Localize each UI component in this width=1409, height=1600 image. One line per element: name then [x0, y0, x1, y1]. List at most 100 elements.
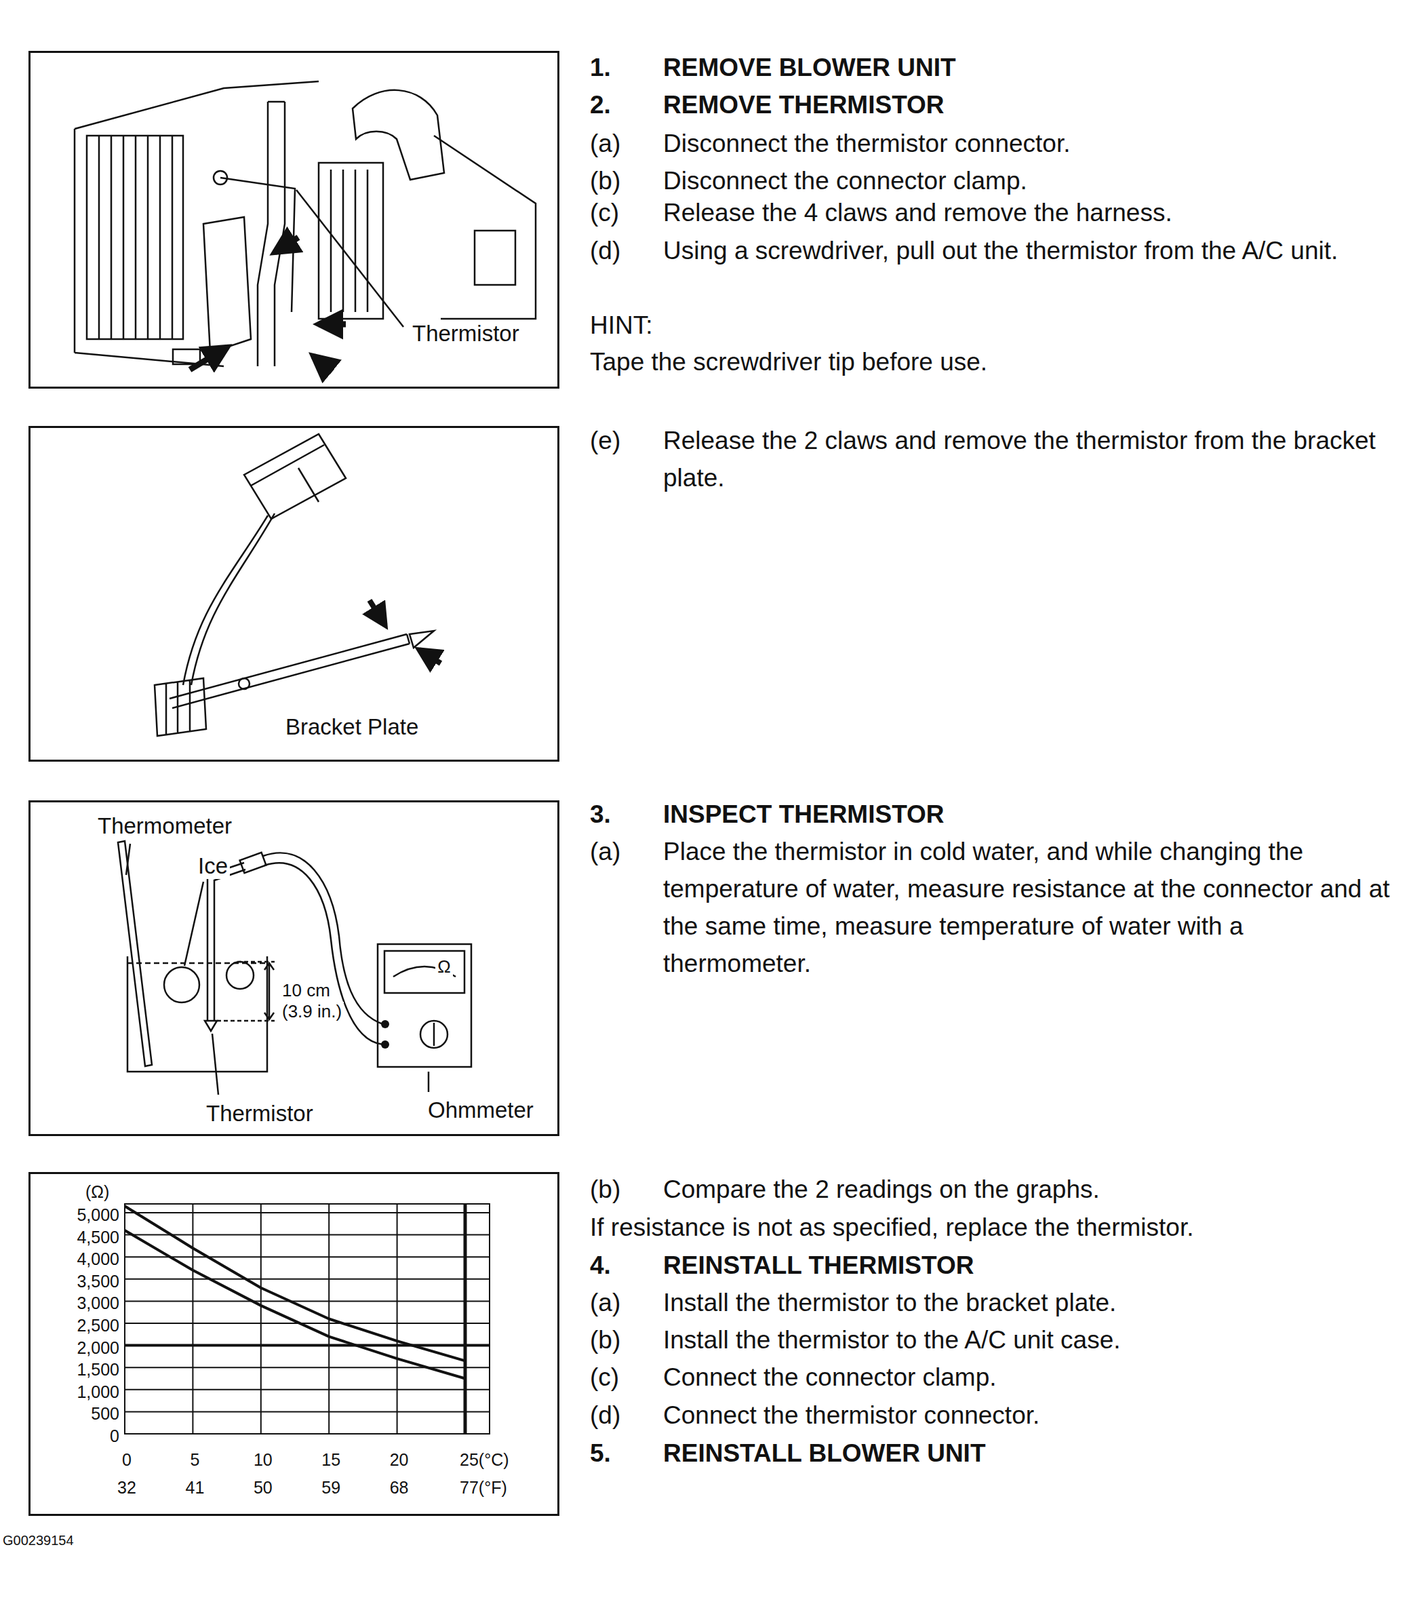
step-number: (d)	[589, 231, 621, 270]
axis-label: 59	[319, 1477, 343, 1498]
step-number: (c)	[589, 1358, 620, 1396]
axis-label: 5,000	[74, 1204, 122, 1225]
axis-label: 68	[387, 1477, 411, 1498]
ice-cube	[226, 961, 254, 989]
terminal	[381, 1019, 390, 1028]
step-heading: 1.	[589, 48, 611, 87]
step-number: (a)	[589, 124, 621, 163]
figure-label: Thermistor	[204, 1100, 316, 1127]
figure-code: G00239154	[2, 1531, 74, 1549]
ice-cube	[164, 966, 200, 1003]
axis-label: 2,500	[74, 1315, 122, 1336]
step-number: (d)	[589, 1396, 621, 1434]
arrow	[313, 355, 333, 372]
figure-label: 10 cm	[280, 980, 333, 1001]
ohmmeter-body	[377, 943, 472, 1067]
step-heading: 4.	[589, 1246, 611, 1284]
thermistor-probe	[207, 862, 246, 1021]
step-heading: REINSTALL BLOWER UNIT	[663, 1434, 986, 1472]
upper-curve	[124, 1205, 466, 1361]
figure-frame: (Ω)5,0004,5004,0003,5003,0002,5002,0001,…	[28, 1171, 560, 1516]
step-heading: REINSTALL THERMISTOR	[663, 1246, 974, 1284]
evaporator-fins	[86, 135, 184, 340]
instruction-text: Tape the screwdriver tip before use.	[589, 343, 988, 381]
figure-label: (3.9 in.)	[280, 1001, 344, 1022]
meter-screen	[384, 950, 465, 993]
step-number: (a)	[589, 832, 621, 870]
axis-label: 1,500	[74, 1359, 122, 1380]
figure-frame: Thermistor	[28, 50, 560, 389]
step-number: (c)	[589, 193, 620, 232]
test-setup-sketch	[117, 840, 472, 1095]
limit-line	[463, 1203, 468, 1434]
rod-end-block	[154, 678, 207, 736]
figure-label: Thermometer	[95, 812, 234, 839]
figure-label: Ohmmeter	[425, 1097, 536, 1123]
axis-label: 32	[115, 1477, 139, 1498]
knob-pointer	[433, 1022, 436, 1046]
axis-label: 2,000	[74, 1337, 122, 1358]
beaker	[127, 956, 268, 1072]
meter-knob	[420, 1020, 448, 1048]
connector	[240, 852, 267, 873]
axis-label: 0	[107, 1425, 122, 1446]
claw-arrows	[189, 237, 346, 372]
axis-label: 500	[88, 1403, 122, 1424]
axis-label: 25(°C)	[457, 1449, 512, 1470]
ac-unit-sketch	[74, 81, 536, 367]
axis-label: 1,000	[74, 1381, 122, 1402]
instruction-text: Compare the 2 readings on the graphs.	[663, 1170, 1100, 1208]
figure-label: Ω	[435, 956, 453, 978]
axis-label: 3,500	[74, 1271, 122, 1292]
blower-body	[318, 162, 384, 319]
rod-clip	[238, 678, 250, 689]
instruction-text: Install the thermistor to the A/C unit c…	[663, 1320, 1121, 1359]
instruction-text: HINT:	[589, 306, 653, 344]
connector	[172, 349, 201, 365]
dimension-line	[264, 962, 274, 1020]
figure-frame: ThermometerIce 10 cm(3.9 in.) Thermistor Oh…	[28, 800, 560, 1136]
fin-lines	[98, 135, 173, 340]
arrow	[189, 347, 228, 370]
axis-label: 50	[251, 1477, 275, 1498]
claw-arrows	[369, 600, 441, 664]
grid-horizontals	[124, 1212, 490, 1412]
connector-wires	[183, 513, 275, 685]
arrow	[419, 649, 441, 664]
thermistor-connector	[244, 433, 346, 519]
chart-grid	[124, 1203, 490, 1434]
instruction-text: Release the 4 claws and remove the harne…	[663, 193, 1173, 232]
step-heading: 2.	[589, 86, 611, 124]
step-heading: INSPECT THERMISTOR	[663, 795, 945, 833]
instruction-text: Place the thermistor in cold water, and …	[663, 832, 1395, 982]
step-heading: REMOVE BLOWER UNIT	[663, 48, 957, 87]
arrow	[274, 237, 299, 253]
step-heading: 3.	[589, 795, 611, 833]
axis-label: 41	[183, 1477, 207, 1498]
step-heading: 5.	[589, 1434, 611, 1472]
probe-tip	[204, 1020, 217, 1031]
axis-label: 10	[251, 1449, 275, 1470]
bracket-plate-sketch	[154, 433, 434, 736]
lower-curve	[124, 1229, 466, 1378]
step-number: (b)	[589, 1170, 621, 1208]
leader-line	[427, 1071, 430, 1092]
axis-label: 20	[387, 1449, 411, 1470]
axis-label: 3,000	[74, 1293, 122, 1313]
leader-line	[184, 881, 204, 966]
axis-label: 5	[187, 1449, 202, 1470]
step-number: (a)	[589, 1283, 621, 1321]
instruction-text: Disconnect the thermistor connector.	[663, 124, 1071, 163]
step-heading: REMOVE THERMISTOR	[663, 86, 945, 124]
limit-line	[124, 1343, 490, 1347]
figure-label: Ice	[195, 852, 230, 879]
meter-leads	[263, 852, 384, 1045]
arrow	[369, 600, 386, 626]
leader-line	[212, 1033, 219, 1095]
arrow	[318, 321, 346, 328]
probe-tip	[409, 630, 434, 648]
leader-line	[126, 843, 131, 875]
instruction-text: Connect the thermistor connector.	[663, 1396, 1040, 1434]
dimension-bottom	[216, 1019, 275, 1022]
instruction-text: Disconnect the connector clamp.	[663, 162, 1028, 200]
